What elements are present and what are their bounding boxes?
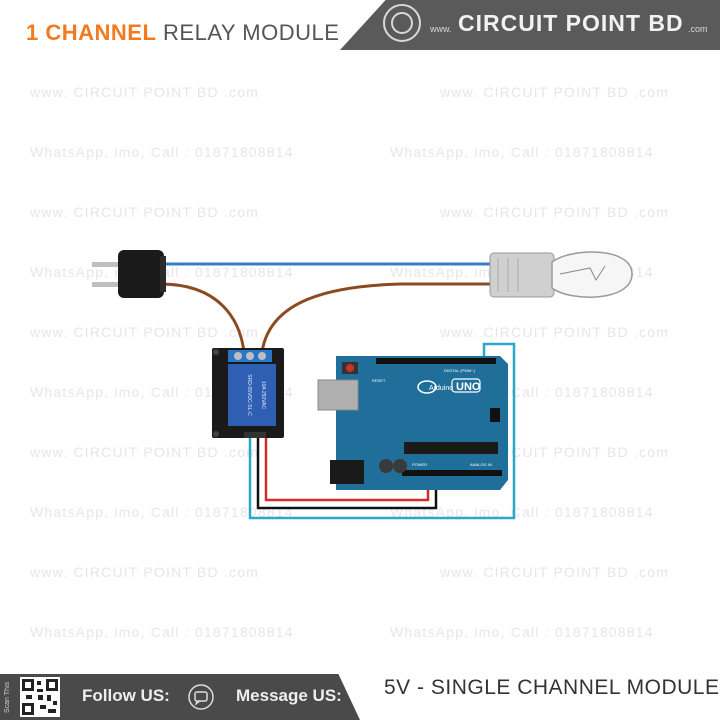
title-rest: RELAY MODULE — [163, 20, 340, 45]
watermark-website: www. CIRCUIT POINT BD .com — [440, 564, 670, 580]
watermark-website: www. CIRCUIT POINT BD .com — [30, 204, 260, 220]
wire-gnd — [256, 438, 438, 510]
watermark-website: www. CIRCUIT POINT BD .com — [30, 324, 260, 340]
watermark-contact: WhatsApp, imo, Call : 01871808814 — [390, 144, 654, 160]
reset-button-icon — [346, 364, 354, 372]
messenger-icon[interactable] — [186, 682, 216, 712]
watermark-contact: WhatsApp, imo, Call : 01871808814 — [390, 504, 654, 520]
follow-us-label: Follow US: — [82, 686, 170, 705]
circuit-point-logo-icon — [383, 4, 421, 42]
board-brand: UNO — [456, 381, 481, 393]
title-accent: 1 CHANNEL — [26, 20, 157, 45]
board-digital-label: DIGITAL (PWM~) — [444, 368, 476, 373]
board-power-label: POWER — [412, 462, 427, 467]
watermark-website: www. CIRCUIT POINT BD .com — [440, 84, 670, 100]
wire-brown-bulb — [260, 282, 500, 353]
arduino-logo-icon — [417, 380, 437, 394]
board-reset-label: RESET — [372, 378, 386, 383]
watermark-contact: WhatsApp, imo, Call : 01871808814 — [30, 144, 294, 160]
watermark-website: www. CIRCUIT POINT BD .com — [30, 444, 260, 460]
relay-module: SRD-05VDC-SL-C 10A 250VAC — [212, 348, 284, 438]
module-caption: 5V - SINGLE CHANNEL MODULE — [384, 676, 720, 699]
footer: Scan This Follow US: Message US: 5V - SI… — [0, 674, 720, 720]
light-bulb — [489, 251, 633, 298]
message-us-label: Message US: — [236, 686, 342, 705]
board-analog-label: ANALOG IN — [470, 462, 492, 467]
wire-brown-plug — [159, 282, 246, 353]
watermark-website: www. CIRCUIT POINT BD .com — [440, 324, 670, 340]
scan-label: Scan This — [4, 682, 11, 713]
watermark-website: www. CIRCUIT POINT BD .com — [440, 204, 670, 220]
watermark-contact: WhatsApp, imo, Call : 01871808814 — [390, 624, 654, 640]
relay-rating: 10A 250VAC — [260, 381, 266, 410]
footer-banner — [0, 674, 360, 720]
arduino-uno-board: RESET DIGITAL (PWM~) Arduino UNO POWER A… — [317, 356, 508, 490]
watermark-contact: WhatsApp, imo, Call : 01871808814 — [30, 624, 294, 640]
wire-signal — [248, 342, 516, 520]
qr-code-icon[interactable] — [20, 677, 60, 717]
ac-plug — [92, 250, 166, 298]
brand-name: CIRCUIT POINT BD — [458, 10, 684, 36]
brand-suffix: .com — [688, 24, 708, 34]
header: 1 CHANNEL RELAY MODULE www. CIRCUIT POIN… — [0, 0, 720, 52]
brand-prefix: www. — [430, 24, 452, 34]
relay-label: SRD-05VDC-SL-C — [246, 374, 252, 416]
wire-vcc — [264, 438, 430, 502]
watermark-website: www. CIRCUIT POINT BD .com — [30, 564, 260, 580]
watermark-website: www. CIRCUIT POINT BD .com — [30, 84, 260, 100]
board-maker: Arduino — [429, 385, 453, 392]
page-title: 1 CHANNEL RELAY MODULE — [26, 20, 339, 46]
watermark-contact: WhatsApp, imo, Call : 01871808814 — [30, 504, 294, 520]
